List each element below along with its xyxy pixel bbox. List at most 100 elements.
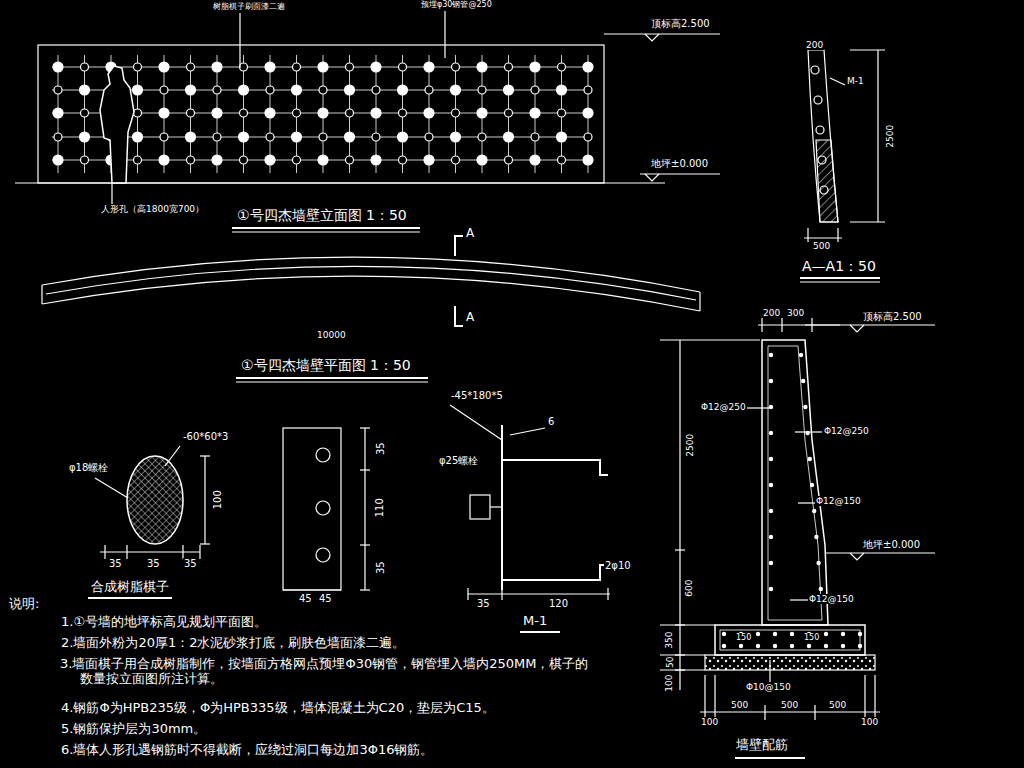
part-label: 6: [547, 416, 555, 428]
chess-piece: [292, 85, 302, 95]
plan-arc: [42, 257, 700, 292]
rebar-dot: [804, 405, 807, 408]
chess-piece: [424, 155, 434, 165]
chess-piece: [134, 109, 142, 117]
chess-piece: [346, 156, 354, 164]
note-text: 2.墙面外粉为20厚1：2水泥砂浆打底，刷肤色墙面漆二遍。: [60, 636, 407, 651]
chess-piece: [265, 155, 275, 165]
leader-line: [95, 478, 128, 498]
dimension-line: [468, 593, 610, 594]
cushion: [705, 655, 875, 670]
chess-piece: [425, 86, 433, 94]
chess-piece: [558, 156, 566, 164]
rebar-dot: [858, 644, 861, 647]
chess-piece: [531, 86, 539, 94]
rebar-dot: [808, 457, 811, 460]
chess-piece: [187, 156, 195, 164]
chess-piece: [53, 108, 63, 118]
base-plate: [283, 428, 341, 590]
chess-piece: [80, 85, 90, 95]
rebar-label: Φ12@150: [808, 594, 855, 604]
chess-piece: [399, 63, 407, 71]
chess-piece: [186, 85, 196, 95]
chess-piece: [452, 109, 460, 117]
chess-piece: [452, 63, 460, 71]
part-label: M-1: [846, 76, 865, 86]
dimension-text: 35: [183, 558, 198, 570]
dimension-line: [804, 237, 842, 238]
note-heading: 说明:: [8, 597, 40, 612]
chess-piece: [54, 133, 62, 141]
rebar-label: Φ12@250: [700, 402, 747, 412]
view-title: A—A1：50: [801, 258, 877, 274]
section-letter: A: [465, 311, 475, 325]
dimension-text: 110: [374, 497, 386, 518]
dimension-text: 500: [812, 241, 831, 251]
rebar-dot: [819, 587, 822, 590]
chess-piece: [531, 133, 539, 141]
plan-arc: [46, 266, 696, 300]
rebar-dot: [722, 632, 725, 635]
chess-piece: [558, 109, 566, 117]
chess-piece: [583, 62, 593, 72]
chess-piece: [160, 86, 168, 94]
chess-piece: [265, 108, 275, 118]
dimension-text: 50: [665, 655, 675, 668]
dimension-text: 45: [298, 593, 313, 605]
chess-piece: [505, 156, 513, 164]
dimension-text: 35: [374, 561, 386, 576]
part-label: -45*180*5: [450, 390, 504, 402]
chess-piece: [213, 133, 221, 141]
dimension-text: 500: [828, 700, 847, 710]
rebar-dot: [810, 483, 813, 486]
dimension-line: [700, 711, 880, 712]
rebar-dot: [769, 561, 772, 564]
rebar-dot: [756, 644, 759, 647]
leader-line: [830, 78, 845, 85]
chess-piece: [505, 109, 513, 117]
bolt: [470, 495, 490, 519]
chess-piece: [318, 155, 328, 165]
chess-piece: [240, 63, 248, 71]
rebar: [768, 346, 822, 620]
level-line: [825, 552, 935, 553]
section-mark: [455, 306, 463, 326]
chess-piece: [159, 155, 169, 165]
footing: [715, 625, 865, 655]
dimension-text: 100: [665, 673, 675, 692]
dimension-text: 600: [685, 578, 695, 597]
rebar-label: Φ12@150: [815, 496, 862, 506]
dimension-text: 300: [786, 308, 805, 318]
rebar-dot: [858, 632, 861, 635]
chess-piece: [505, 63, 513, 71]
chess-piece: [187, 109, 195, 117]
leader-line: [239, 13, 240, 68]
dimension-line: [679, 340, 680, 690]
leader-line: [111, 183, 112, 204]
chess-piece: [240, 156, 248, 164]
chess-piece: [399, 109, 407, 117]
chess-piece: [292, 132, 302, 142]
note-text: 3.墙面棋子用合成树脂制作，按墙面方格网点预埋Φ30钢管，钢管埋入墙内250MM…: [60, 657, 601, 687]
leader-line: [790, 599, 808, 600]
dimension-line: [204, 456, 205, 544]
level-mark: [645, 34, 659, 41]
chess-piece: [583, 108, 593, 118]
dimension-text: 35: [374, 442, 386, 457]
section-letter: A: [465, 227, 475, 241]
rebar-dot: [790, 644, 793, 647]
chess-piece: [451, 85, 461, 95]
dimension-line: [283, 589, 341, 590]
chess-piece: [133, 132, 143, 142]
dimension-text: 150: [735, 633, 752, 642]
chess-piece: [371, 155, 381, 165]
chess-piece: [53, 62, 63, 72]
part-title: 墙壁配筋: [735, 738, 789, 753]
ground-line: [15, 182, 665, 183]
wall-outline: [38, 45, 604, 183]
chess-piece: [504, 85, 514, 95]
rebar-dot: [773, 632, 776, 635]
chess-piece: [186, 132, 196, 142]
level-text: 顶标高2.500: [862, 311, 923, 323]
